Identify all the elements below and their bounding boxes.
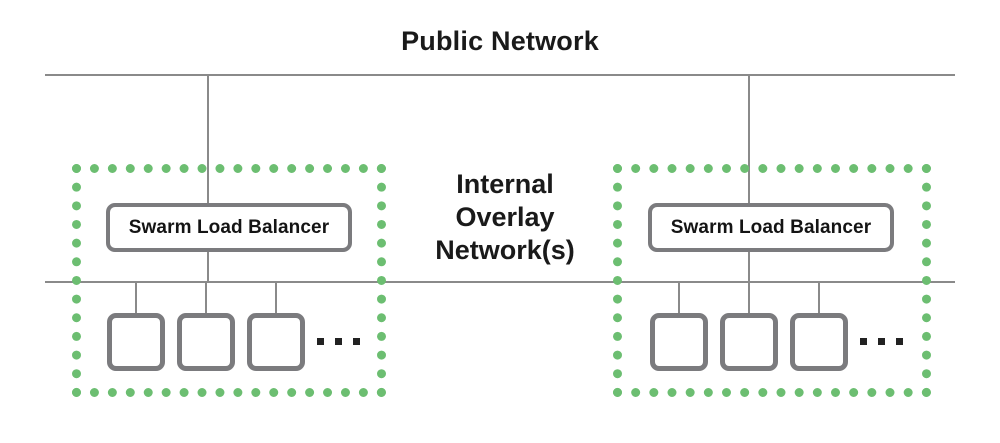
task-container-right-1[interactable] — [650, 313, 708, 371]
overlay-network-boundary-left — [72, 164, 386, 397]
ellipsis-dot — [335, 338, 342, 345]
left-task-line-3 — [275, 282, 277, 314]
task-container-right-3[interactable] — [790, 313, 848, 371]
left-task-line-2 — [205, 282, 207, 314]
right-task-line-2 — [748, 282, 750, 314]
right-public-to-lb-line — [748, 74, 750, 204]
task-ellipsis-left — [317, 338, 360, 345]
right-lb-to-host-line — [748, 251, 750, 282]
overlay-caption-line-3: Network(s) — [435, 234, 575, 265]
swarm-load-balancer-left[interactable]: Swarm Load Balancer — [106, 203, 352, 252]
ellipsis-dot — [896, 338, 903, 345]
task-container-left-1[interactable] — [107, 313, 165, 371]
swarm-load-balancer-left-label: Swarm Load Balancer — [128, 216, 330, 238]
right-task-line-1 — [678, 282, 680, 314]
swarm-load-balancer-right[interactable]: Swarm Load Balancer — [648, 203, 894, 252]
task-container-right-2[interactable] — [720, 313, 778, 371]
right-task-line-3 — [818, 282, 820, 314]
task-container-left-3[interactable] — [247, 313, 305, 371]
left-task-line-1 — [135, 282, 137, 314]
ellipsis-dot — [317, 338, 324, 345]
public-network-title: Public Network — [401, 26, 599, 56]
left-lb-to-host-line — [207, 251, 209, 282]
task-container-left-2[interactable] — [177, 313, 235, 371]
host-network-bus-line — [45, 281, 955, 283]
swarm-load-balancer-right-label: Swarm Load Balancer — [670, 216, 872, 238]
overlay-network-boundary-right — [613, 164, 931, 397]
ellipsis-dot — [878, 338, 885, 345]
overlay-network-caption: Internal Overlay Network(s) — [400, 168, 610, 267]
task-ellipsis-right — [860, 338, 903, 345]
ellipsis-dot — [860, 338, 867, 345]
left-public-to-lb-line — [207, 74, 209, 204]
ellipsis-dot — [353, 338, 360, 345]
public-network-bus-line — [45, 74, 955, 76]
overlay-caption-line-1: Internal — [456, 169, 554, 199]
overlay-caption-line-2: Overlay — [455, 201, 555, 232]
